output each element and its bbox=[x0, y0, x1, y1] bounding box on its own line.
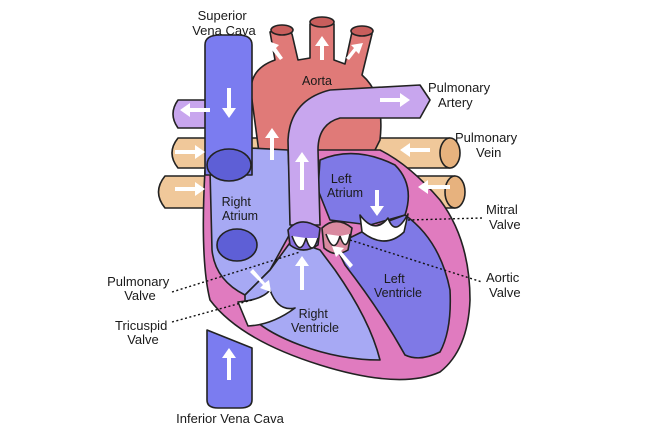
pulmonary-artery-trunk bbox=[287, 84, 431, 226]
aortic-valve-leaflets bbox=[325, 233, 351, 247]
arrow-pulmonary-artery-left bbox=[180, 103, 210, 117]
label-inferior-vena-cava: Inferior Vena Cava bbox=[176, 411, 284, 426]
arrow-aorta-branch-3 bbox=[346, 43, 363, 60]
arrow-pulmonary-trunk bbox=[295, 152, 309, 190]
arrow-aorta-ascending bbox=[265, 128, 279, 160]
arrow-left-ventricle bbox=[332, 246, 353, 268]
arrow-right-atrium bbox=[250, 269, 271, 292]
arrow-pulmonary-vein-left-upper bbox=[175, 145, 205, 159]
label-tricuspid-valve: Tricuspid Valve bbox=[115, 318, 171, 347]
label-pulmonary-vein: Pulmonary Vein bbox=[455, 130, 521, 160]
flow-arrows bbox=[175, 36, 450, 380]
leader-mitral-valve bbox=[407, 217, 483, 221]
aorta-branch-opening-2 bbox=[309, 16, 335, 28]
label-right-atrium: Right Atrium bbox=[222, 195, 258, 223]
vena-cava bbox=[204, 34, 258, 409]
arrow-pulmonary-artery-right bbox=[380, 93, 410, 107]
leader-tricuspid-valve bbox=[171, 299, 253, 323]
labels: Superior Vena Cava Aorta Pulmonary Arter… bbox=[107, 8, 523, 426]
arrow-inferior-vena-cava bbox=[222, 348, 236, 380]
pulmonary-vein-lower-opening bbox=[444, 175, 466, 209]
mitral-valve bbox=[359, 213, 409, 242]
arrow-pulmonary-vein-upper bbox=[400, 143, 430, 157]
right-ventricle bbox=[244, 239, 381, 361]
pulmonary-vein-upper-opening bbox=[439, 137, 461, 169]
arrow-aorta-branch-2 bbox=[315, 36, 329, 60]
label-aorta: Aorta bbox=[302, 74, 332, 88]
superior-vena-cava-opening bbox=[206, 148, 252, 182]
arrow-left-atrium bbox=[370, 190, 384, 216]
left-ventricle bbox=[334, 214, 452, 359]
pulmonary-valve-leaflets bbox=[291, 235, 319, 249]
label-pulmonary-artery: Pulmonary Artery bbox=[428, 80, 494, 110]
label-aortic-valve: Aortic Valve bbox=[486, 270, 523, 300]
leader-lines bbox=[171, 217, 483, 323]
tricuspid-valve bbox=[237, 289, 296, 327]
label-left-atrium: Left Atrium bbox=[327, 172, 363, 200]
arrow-superior-vena-cava bbox=[222, 88, 236, 118]
arrow-right-ventricle bbox=[295, 256, 309, 290]
label-superior-vena-cava: Superior Vena Cava bbox=[192, 8, 256, 38]
arrow-pulmonary-vein-lower bbox=[418, 180, 450, 194]
label-right-ventricle: Right Ventricle bbox=[291, 307, 339, 335]
aorta-branch-opening-1 bbox=[270, 24, 294, 36]
label-pulmonary-valve: Pulmonary Valve bbox=[107, 274, 173, 303]
inferior-vena-cava-opening bbox=[216, 228, 258, 262]
arrow-pulmonary-vein-left bbox=[175, 182, 205, 196]
arrow-aorta-branch-1 bbox=[268, 41, 283, 60]
label-mitral-valve: Mitral Valve bbox=[486, 202, 521, 232]
aorta-branch-opening-3 bbox=[350, 25, 374, 37]
label-left-ventricle: Left Ventricle bbox=[374, 272, 422, 300]
valves bbox=[237, 213, 409, 327]
leader-aortic-valve bbox=[349, 239, 483, 283]
